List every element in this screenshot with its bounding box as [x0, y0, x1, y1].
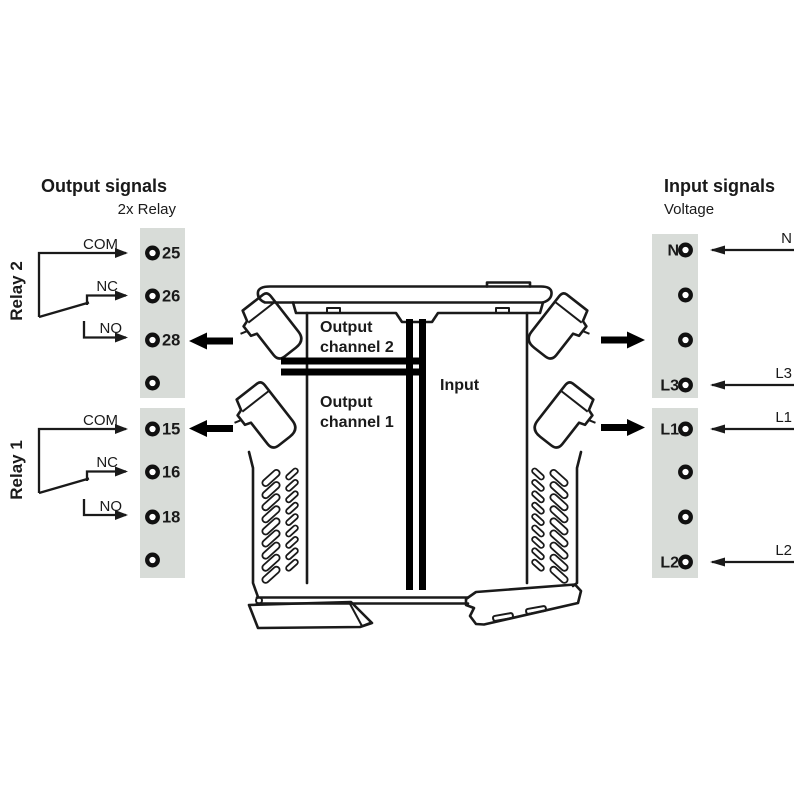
input-region-label: Input [440, 377, 480, 394]
signal-bus-horizontal-bottom [281, 368, 426, 376]
terminal-L3-label: L3 [660, 378, 679, 395]
input-wires: N L3 L1 L2 [710, 230, 794, 567]
terminal-block-bg [140, 408, 185, 578]
terminal-L1-label: L1 [660, 422, 679, 439]
output-terminal-block-relay1: 15 16 18 [140, 408, 185, 578]
terminal-L3 [678, 377, 693, 393]
body-top-edge [291, 301, 545, 324]
relay2-contact-arm [38, 301, 90, 319]
terminal-spare [678, 464, 693, 480]
output-signals-title: Output signals [41, 176, 167, 196]
relay-2-label: Relay 2 [7, 261, 26, 321]
vent-louvers-left-outer [261, 468, 281, 584]
output-terminal-block-relay2: 25 26 28 [140, 228, 185, 398]
terminal-spare [678, 332, 693, 348]
din-foot-right [464, 583, 583, 626]
device-housing: Output channel 2 Output channel 1 Input [234, 281, 596, 630]
relay2-com-wire [37, 248, 128, 317]
wire-L2-label: L2 [775, 542, 792, 559]
output-channel1-line2: channel 1 [320, 414, 394, 431]
relay-1-label: Relay 1 [7, 440, 26, 500]
input-arrow-top [601, 331, 645, 349]
terminal-28-number: 28 [162, 332, 180, 350]
signal-bus-horizontal-top [281, 357, 426, 365]
output-channel2-line1: Output [320, 319, 373, 336]
output-channel1-line1: Output [320, 394, 373, 411]
connector-mid-left [234, 381, 297, 449]
terminal-block-bg [652, 234, 698, 398]
terminal-L2 [678, 554, 693, 570]
connector-top-left [240, 292, 303, 360]
terminal-25-number: 25 [162, 245, 180, 263]
relay1-no-label: NO [100, 498, 123, 515]
terminal-spare [145, 552, 160, 568]
top-clip-right [495, 307, 510, 313]
din-foot-left-edge [361, 621, 373, 627]
terminal-L2-label: L2 [660, 555, 679, 572]
terminal-25 [145, 245, 160, 261]
top-cap-tab [485, 281, 532, 288]
terminal-26-number: 26 [162, 288, 180, 306]
terminal-16-number: 16 [162, 464, 180, 482]
wire-L3-label: L3 [775, 365, 792, 382]
output-channel2-arrow [189, 332, 233, 350]
signal-bus [281, 319, 426, 590]
output-channel2-line2: channel 2 [320, 339, 394, 356]
signal-bus-vertical-left [406, 319, 413, 590]
relay1-nc-label: NC [96, 454, 118, 471]
left-outer-edge [247, 450, 260, 599]
connector-top-right [527, 292, 590, 360]
terminal-15-number: 15 [162, 421, 180, 439]
output-signals-subtitle: 2x Relay [118, 201, 177, 218]
terminal-15 [145, 421, 160, 437]
relay1-nc-wire [85, 466, 128, 481]
input-arrow-bottom [601, 419, 645, 436]
terminal-block-bg [652, 408, 698, 578]
right-outer-edge [571, 450, 583, 588]
relay1-com-label: COM [83, 412, 118, 429]
vent-louvers-right-inner [531, 467, 545, 572]
din-foot-right-slots [492, 605, 547, 622]
terminal-26 [145, 288, 160, 304]
top-cap [256, 285, 553, 304]
terminal-spare [678, 509, 693, 525]
terminal-18-number: 18 [162, 509, 180, 527]
wire-N-label: N [781, 230, 792, 247]
relay2-com-label: COM [83, 236, 118, 253]
relay1-no-wire [82, 499, 128, 520]
signal-bus-vertical-right [419, 319, 426, 590]
relay-2-symbol: COM NC NO [37, 236, 128, 343]
terminal-spare [145, 375, 160, 391]
terminal-16 [145, 464, 160, 480]
input-signals-subtitle: Voltage [664, 201, 714, 218]
output-channel1-arrow [189, 420, 233, 437]
terminal-N-label: N [667, 243, 679, 260]
relay2-nc-label: NC [96, 278, 118, 295]
terminal-N [678, 242, 693, 258]
vent-louvers-right-outer [549, 468, 569, 584]
wire-L1-label: L1 [775, 409, 792, 426]
din-foot-left-fold [348, 601, 363, 627]
relay1-com-wire [37, 424, 128, 493]
connector-mid-right [533, 381, 596, 449]
terminal-18 [145, 509, 160, 525]
input-terminal-block-bottom: L1 L2 [652, 408, 698, 578]
terminal-L1 [678, 421, 693, 437]
relay2-no-wire [82, 321, 128, 343]
input-signals-title: Input signals [664, 176, 775, 196]
relay2-nc-wire [85, 290, 128, 305]
relay-1-symbol: COM NC NO [37, 412, 128, 520]
vent-louvers-left-inner [285, 467, 299, 572]
relay1-contact-arm [38, 477, 90, 495]
din-foot-left [247, 600, 374, 630]
terminal-spare [678, 287, 693, 303]
terminal-28 [145, 332, 160, 348]
input-terminal-block-top: N L3 [652, 234, 698, 398]
relay2-no-label: NO [100, 320, 123, 337]
top-clip-left [326, 307, 341, 313]
base-pin [255, 596, 263, 605]
